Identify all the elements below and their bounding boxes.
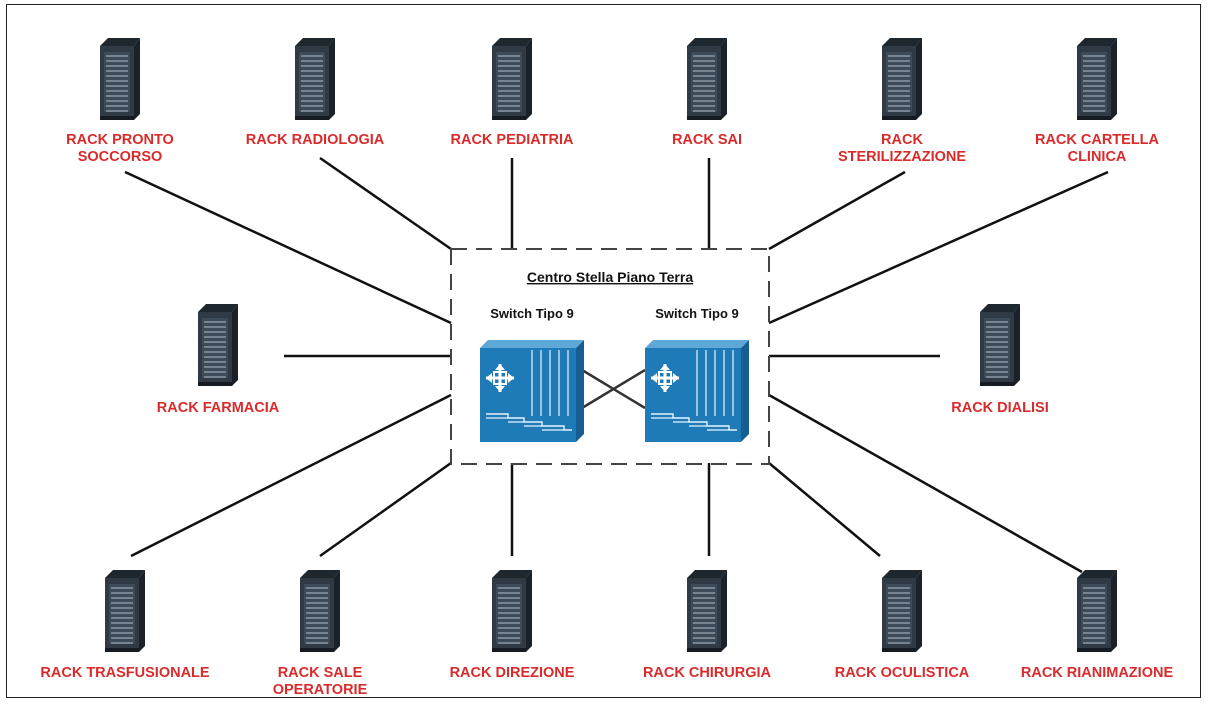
- connection-line: [768, 170, 906, 251]
- connections: [124, 156, 1109, 574]
- connection-line: [124, 170, 452, 325]
- rack-label-line: OPERATORIE: [273, 682, 368, 698]
- server-rack-icon: [1077, 38, 1117, 120]
- rack-label: RACK DIALISI: [951, 400, 1048, 416]
- rack-label-line: RACK DIALISI: [951, 400, 1048, 416]
- connection-line: [319, 461, 452, 558]
- rack-label-line: RACK CARTELLA: [1035, 132, 1160, 148]
- rack-label-line: RACK PEDIATRIA: [451, 132, 575, 148]
- rack-label-line: RACK SALE: [278, 665, 363, 681]
- network-switch-icon: [480, 340, 584, 442]
- connection-line: [768, 462, 881, 557]
- switch-label: Switch Tipo 9: [655, 306, 739, 321]
- rack-label-line: RACK: [881, 132, 923, 148]
- server-rack-icon: [300, 570, 340, 652]
- rack-node: RACK PEDIATRIA: [451, 38, 575, 148]
- rack-label: RACK SAI: [672, 132, 742, 148]
- rack-node: RACK SAI: [672, 38, 742, 148]
- rack-label: RACK CHIRURGIA: [643, 665, 772, 681]
- rack-label: RACK RIANIMAZIONE: [1021, 665, 1174, 681]
- switch-node: Switch Tipo 9: [645, 306, 749, 442]
- rack-node: RACK CHIRURGIA: [643, 570, 772, 681]
- diagram-frame: [6, 4, 1201, 698]
- center-title: Centro Stella Piano Terra: [527, 269, 693, 285]
- switch-link: [581, 368, 646, 410]
- rack-label-line: RACK FARMACIA: [157, 400, 280, 416]
- server-rack-icon: [1077, 570, 1117, 652]
- rack-label-line: SOCCORSO: [78, 149, 163, 165]
- rack-label-line: RACK DIREZIONE: [450, 665, 575, 681]
- connection-line: [768, 170, 1109, 325]
- switch-node: Switch Tipo 9: [480, 306, 584, 442]
- rack-label: RACK FARMACIA: [157, 400, 280, 416]
- rack-label-line: CLINICA: [1068, 149, 1127, 165]
- rack-label: RACK PEDIATRIA: [451, 132, 575, 148]
- rack-label-line: RACK RIANIMAZIONE: [1021, 665, 1174, 681]
- rack-node: RACK RADIOLOGIA: [246, 38, 385, 148]
- rack-label-line: RACK CHIRURGIA: [643, 665, 772, 681]
- server-rack-icon: [882, 38, 922, 120]
- server-rack-icon: [492, 38, 532, 120]
- rack-node: RACK OCULISTICA: [835, 570, 970, 681]
- rack-label: RACK OCULISTICA: [835, 665, 970, 681]
- server-rack-icon: [198, 304, 238, 386]
- connection-line: [768, 393, 1083, 574]
- server-rack-icon: [687, 570, 727, 652]
- rack-label-line: RACK PRONTO: [66, 132, 174, 148]
- connection-line: [319, 156, 452, 251]
- rack-label-line: RACK RADIOLOGIA: [246, 132, 385, 148]
- server-rack-icon: [492, 570, 532, 652]
- connection-line: [130, 393, 452, 558]
- server-rack-icon: [105, 570, 145, 652]
- rack-label-line: RACK SAI: [672, 132, 742, 148]
- switches: Switch Tipo 9 Switch Tipo 9: [480, 306, 749, 442]
- server-rack-icon: [100, 38, 140, 120]
- rack-label-line: RACK OCULISTICA: [835, 665, 970, 681]
- network-switch-icon: [645, 340, 749, 442]
- rack-label-line: RACK TRASFUSIONALE: [40, 665, 209, 681]
- rack-label-line: STERILIZZAZIONE: [838, 149, 966, 165]
- server-rack-icon: [980, 304, 1020, 386]
- rack-node: RACK FARMACIA: [157, 304, 280, 416]
- server-rack-icon: [295, 38, 335, 120]
- rack-label: RACK RADIOLOGIA: [246, 132, 385, 148]
- center-star-box: [450, 248, 770, 465]
- rack-node: RACK DIREZIONE: [450, 570, 575, 681]
- rack-label: RACK TRASFUSIONALE: [40, 665, 209, 681]
- server-rack-icon: [687, 38, 727, 120]
- rack-node: RACK TRASFUSIONALE: [40, 570, 210, 681]
- rack-node: RACK DIALISI: [951, 304, 1049, 416]
- rack-node: RACK RIANIMAZIONE: [1021, 570, 1174, 681]
- server-rack-icon: [882, 570, 922, 652]
- rack-label: RACK DIREZIONE: [450, 665, 575, 681]
- switch-label: Switch Tipo 9: [490, 306, 574, 321]
